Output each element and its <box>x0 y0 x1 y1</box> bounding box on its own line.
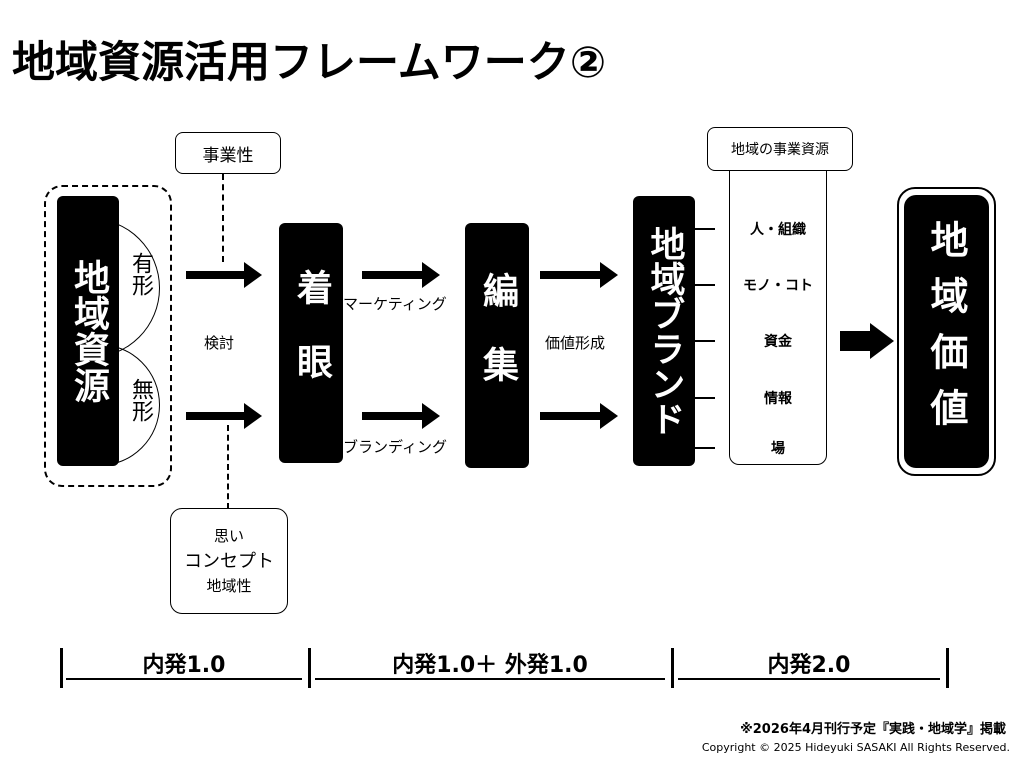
phase-1-label: 内発1.0 <box>142 653 226 678</box>
thoughts-line-1: 思い <box>213 527 244 545</box>
arrow-tangible-to-focus <box>186 262 262 288</box>
editing-label: 編集 <box>477 271 518 420</box>
arrow-branding <box>362 403 440 429</box>
copyright: Copyright © 2025 Hideyuki SASAKI All Rig… <box>701 741 1010 754</box>
business-viability-box: 事業性 <box>175 132 281 174</box>
regional-value-block: 地域価値 <box>904 195 989 468</box>
connector-place <box>695 447 715 449</box>
timeline-tick-4 <box>946 648 949 688</box>
resource-funds: 資金 <box>764 334 792 350</box>
timeline-tick-3 <box>671 648 674 688</box>
timeline-tick-2 <box>308 648 311 688</box>
connector-information <box>695 397 715 399</box>
regional-resources-group <box>44 185 172 487</box>
resource-information: 情報 <box>764 391 792 407</box>
timeline-tick-1 <box>60 648 63 688</box>
arrow-editing-to-brand-top <box>540 262 618 288</box>
regional-value-frame <box>897 187 996 476</box>
arrow-to-regional-value <box>840 323 894 359</box>
arrow-editing-to-brand-bottom <box>540 403 618 429</box>
consider-label: 検討 <box>204 334 235 352</box>
regional-value-label: 地域価値 <box>924 219 968 444</box>
business-resources-header-label: 地域の事業資源 <box>731 142 829 158</box>
thoughts-line-2: コンセプト <box>184 550 274 572</box>
resource-things: モノ・コト <box>743 278 813 294</box>
value-formation-label: 価値形成 <box>545 334 606 352</box>
resource-place: 場 <box>771 441 785 457</box>
focus-block: 着眼 <box>279 223 343 463</box>
regional-brand-label: 地域ブランド <box>644 226 685 436</box>
regional-resources-block: 地域資源 <box>57 196 119 466</box>
connector-things <box>695 284 715 286</box>
thoughts-box: 思い コンセプト 地域性 <box>170 508 288 614</box>
regional-brand-block: 地域ブランド <box>633 196 695 466</box>
connector-funds <box>695 340 715 342</box>
timeline-line-2 <box>315 678 665 680</box>
thoughts-dashed-line <box>227 425 229 509</box>
publication-note: ※2026年4月刊行予定『実践・地域学』掲載 <box>740 722 1006 737</box>
phase-3-label: 内発2.0 <box>767 653 851 678</box>
resource-people: 人・組織 <box>750 222 806 238</box>
timeline-line-1 <box>66 678 302 680</box>
marketing-label: マーケティング <box>343 295 447 313</box>
intangible-label: 無形 <box>128 378 153 422</box>
tangible-label: 有形 <box>128 252 153 296</box>
business-dashed-line <box>222 174 224 262</box>
editing-block: 編集 <box>465 223 529 468</box>
arrow-intangible-to-focus <box>186 403 262 429</box>
page-title: 地域資源活用フレームワーク② <box>12 38 607 88</box>
arrow-marketing <box>362 262 440 288</box>
connector-people <box>695 228 715 230</box>
business-resources-header: 地域の事業資源 <box>707 127 853 171</box>
branding-label: ブランディング <box>343 438 447 456</box>
business-viability-label: 事業性 <box>202 145 254 166</box>
phase-2-label: 内発1.0＋ 外発1.0 <box>392 653 588 678</box>
regional-resources-label: 地域資源 <box>68 259 109 403</box>
thoughts-line-3: 地域性 <box>206 576 252 595</box>
focus-label: 着眼 <box>291 269 332 417</box>
timeline-line-3 <box>678 678 940 680</box>
business-resources-panel <box>729 150 827 465</box>
